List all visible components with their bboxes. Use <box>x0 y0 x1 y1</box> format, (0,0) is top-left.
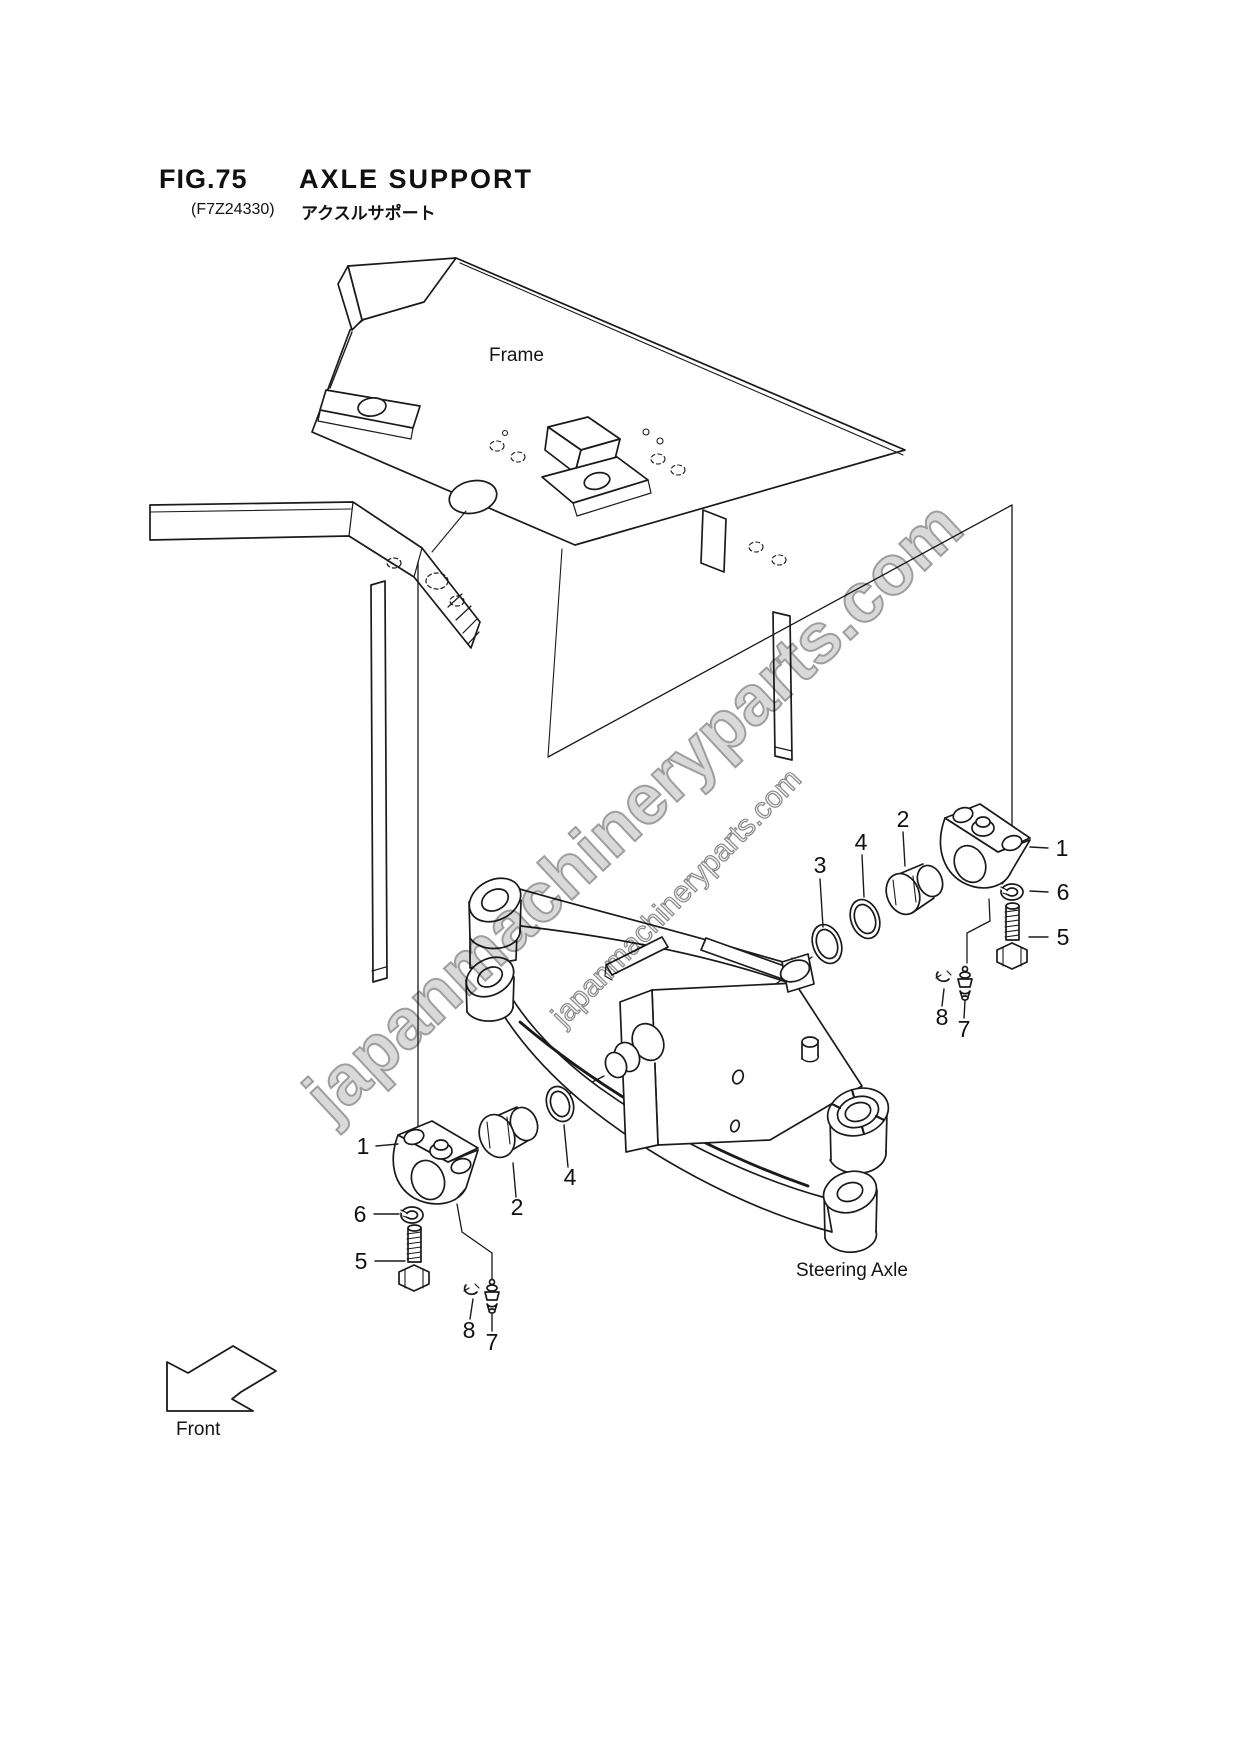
callout-5-right: 5 <box>1056 923 1070 950</box>
steering-axle-label: Steering Axle <box>796 1260 908 1281</box>
part-bushing-2-left <box>478 1106 539 1159</box>
part-bracket-1-right <box>939 803 1031 889</box>
part-clip-8-left <box>463 1283 480 1296</box>
part-lockwasher-6-right <box>1000 883 1024 901</box>
callout-3-right: 3 <box>813 851 827 878</box>
figure-number: FIG.75 <box>159 164 248 194</box>
callout-8-right: 8 <box>935 1003 949 1030</box>
part-grease-fitting-7-right <box>957 965 973 1001</box>
callout-7-left: 7 <box>485 1328 499 1355</box>
part-lockwasher-6-left <box>400 1206 424 1224</box>
callout-4-left: 4 <box>563 1163 577 1190</box>
part-washer-4-right <box>849 898 881 940</box>
callout-6-left: 6 <box>353 1200 367 1227</box>
callout-6-right: 6 <box>1056 878 1070 905</box>
part-washer-3-right <box>811 923 843 965</box>
callout-1-left: 1 <box>356 1132 370 1159</box>
callout-leaders <box>373 831 1049 1332</box>
steering-axle-drawing <box>465 877 890 1254</box>
frame-label: Frame <box>489 345 544 366</box>
part-bushing-2-right <box>885 863 944 916</box>
callout-4-right: 4 <box>854 828 868 855</box>
part-washer-4-left <box>545 1085 575 1123</box>
part-bracket-1-left <box>392 1120 479 1205</box>
figure-part-code: (F7Z24330) <box>191 201 275 218</box>
part-clip-8-right <box>935 970 952 983</box>
figure-title: AXLE SUPPORT <box>299 164 534 194</box>
callout-2-right: 2 <box>896 805 910 832</box>
callout-5-left: 5 <box>354 1247 368 1274</box>
callout-1-right: 1 <box>1055 834 1069 861</box>
front-label: Front <box>176 1419 221 1440</box>
part-grease-fitting-7-left <box>484 1278 500 1314</box>
part-bolt-5-right <box>996 902 1028 970</box>
callout-7-right: 7 <box>957 1015 971 1042</box>
callout-8-left: 8 <box>462 1316 476 1343</box>
part-bolt-5-left <box>398 1224 430 1292</box>
frame-drawing <box>149 257 1013 983</box>
figure-title-japanese: アクスルサポート <box>301 204 436 223</box>
front-arrow <box>166 1345 277 1412</box>
callout-2-left: 2 <box>510 1193 524 1220</box>
